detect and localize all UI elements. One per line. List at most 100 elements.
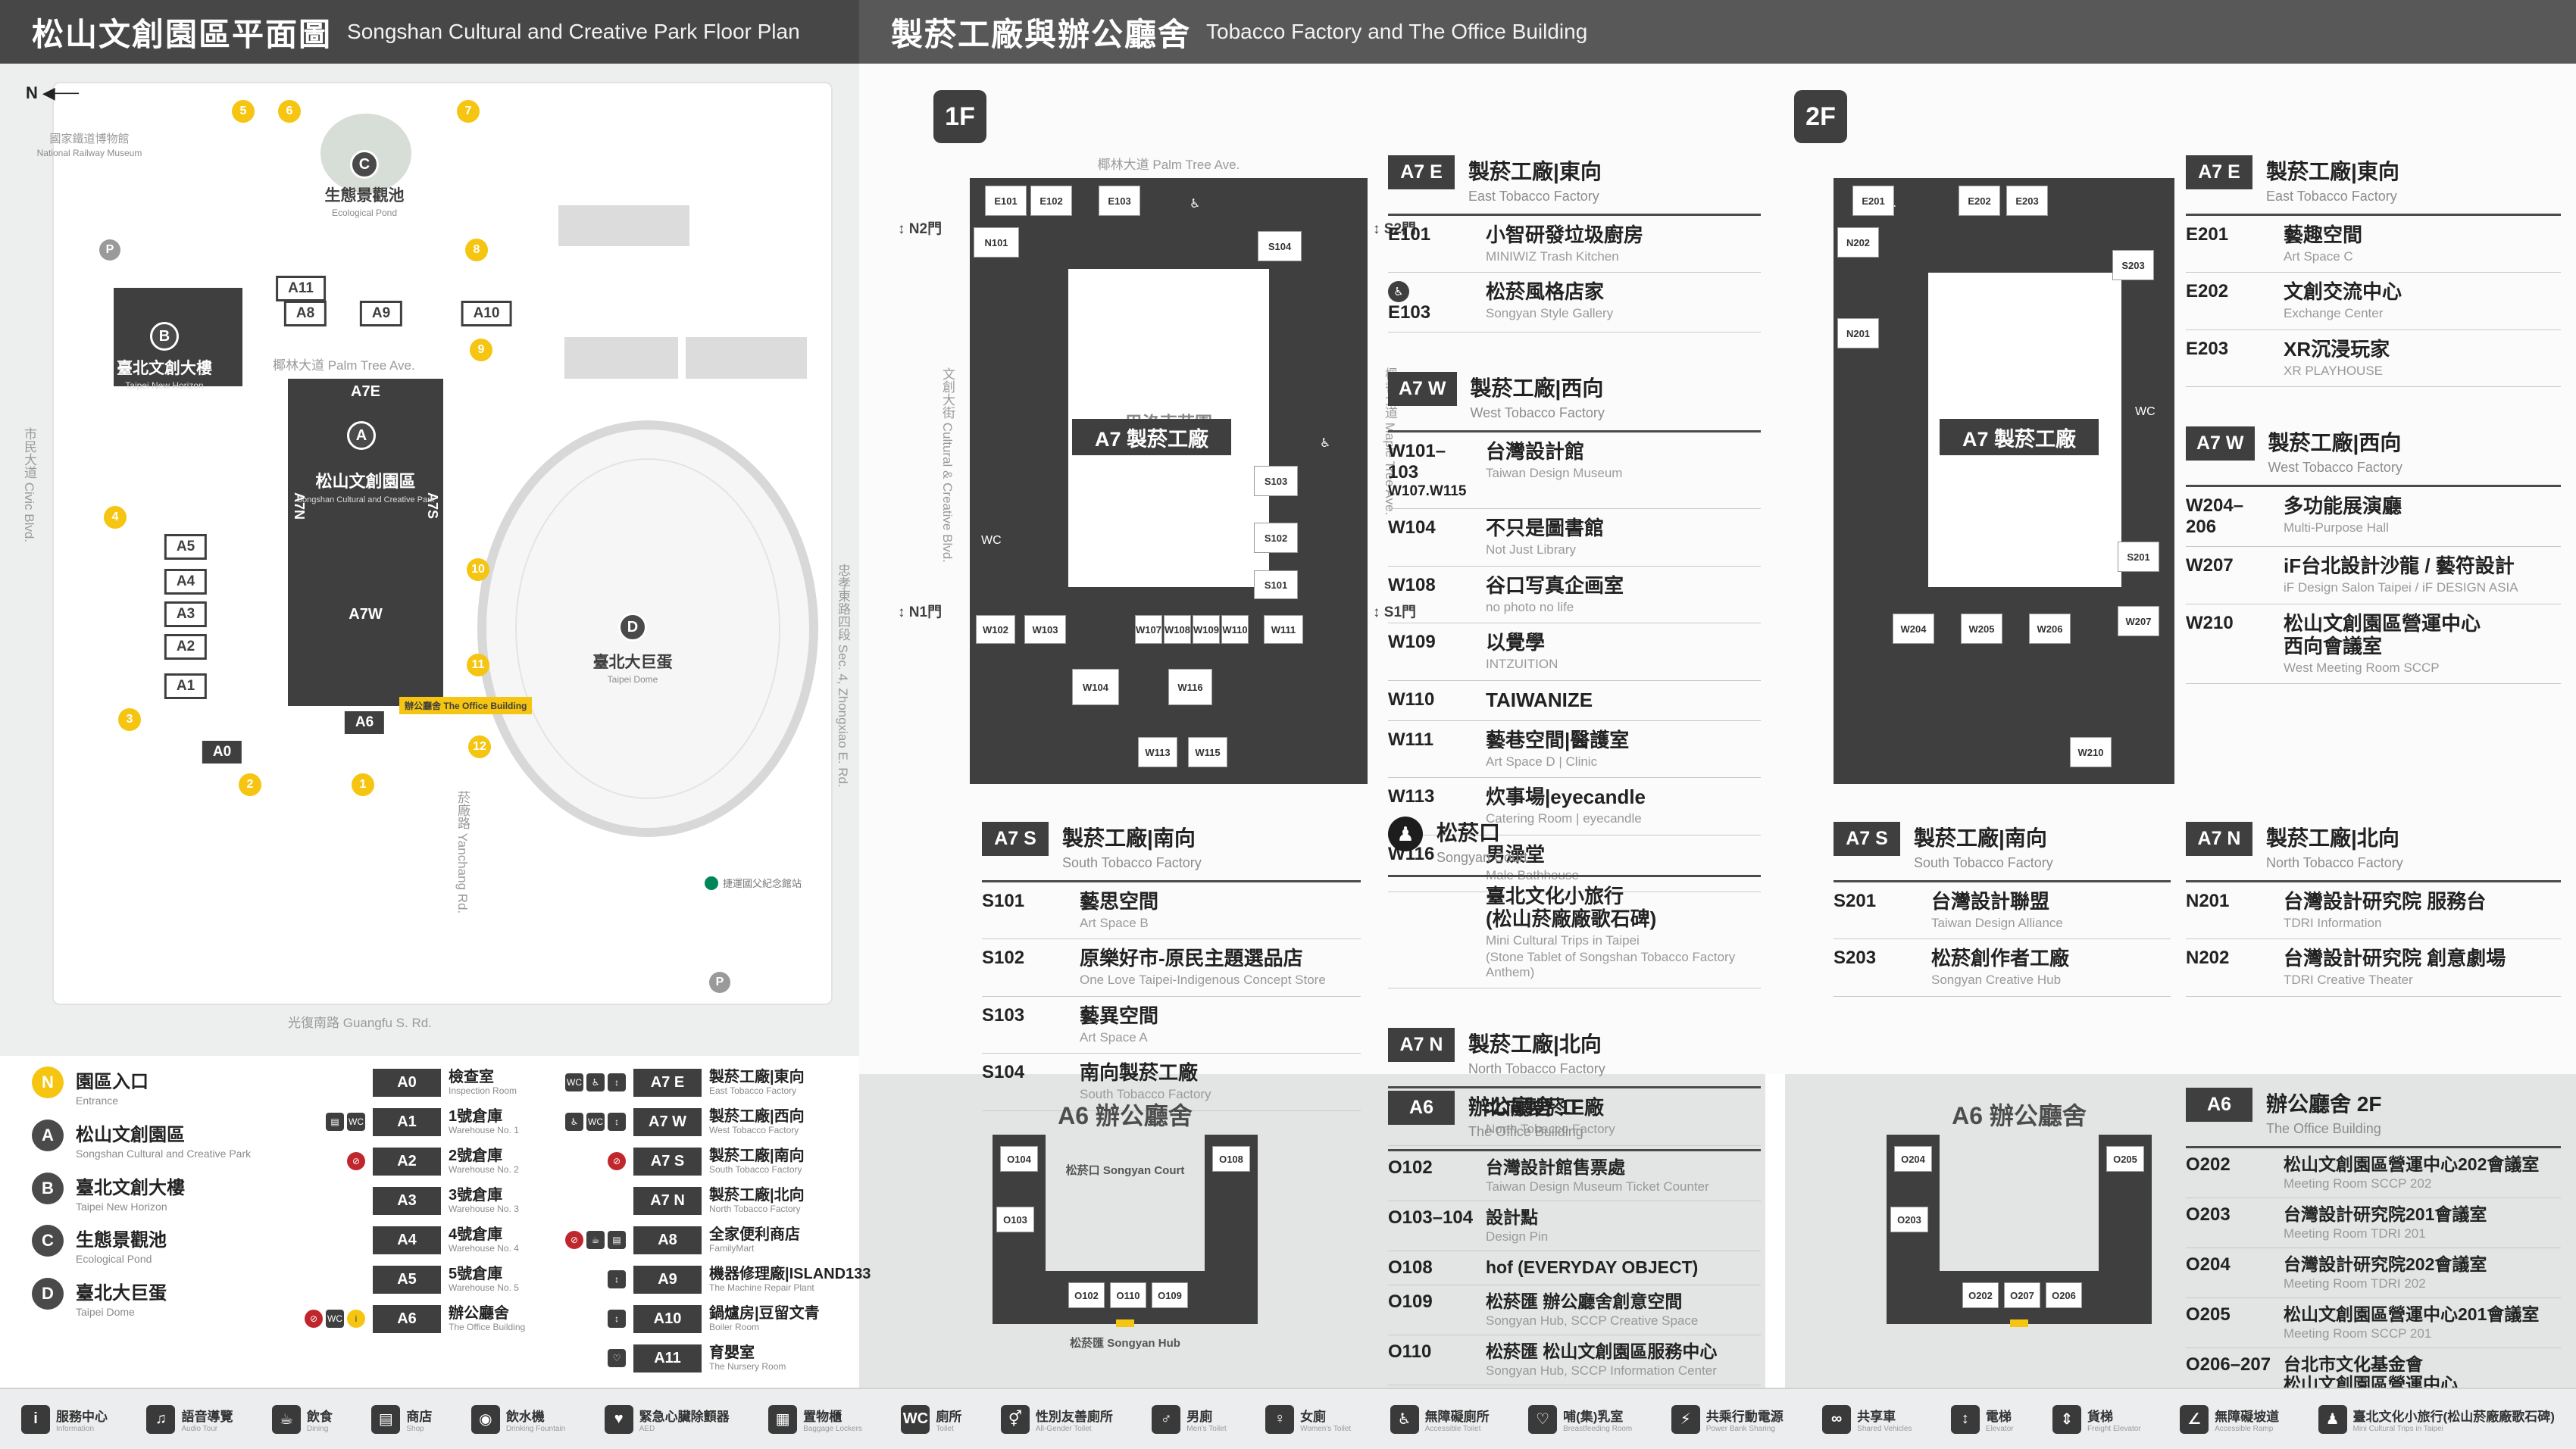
item-code-text: S103	[982, 1004, 1025, 1026]
section-badge: A7 E	[1388, 155, 1455, 189]
item-code-text: W108	[1388, 574, 1436, 595]
item-code-text: E101	[1388, 224, 1431, 245]
section-title-en: West Tobacco Factory	[2268, 460, 2402, 476]
room-O202: O202	[1962, 1282, 1999, 1308]
street-label: 椰林大道 Palm Tree Ave.	[273, 358, 415, 373]
legend-marker-zh: 生態景觀池	[76, 1230, 167, 1251]
strip-label-en: Mini Cultural Trips in Taipei	[2352, 1424, 2443, 1433]
toilet-icon: WC	[2135, 405, 2156, 418]
item-name-en: Design Pin	[1486, 1229, 1549, 1244]
legend-building-icons: ▤WC	[302, 1113, 365, 1131]
section-title-zh: 製菸工廠|東向	[2266, 160, 2399, 183]
strip-label-zh: 男廁	[1186, 1409, 1213, 1424]
item-name-en: Songyan Hub, SCCP Creative Space	[1486, 1313, 1699, 1329]
legend-building-en: The Office Building	[449, 1321, 526, 1332]
room-E201: E201	[1852, 186, 1894, 216]
songyan-court-label: 松菸口 Songyan Court	[1065, 1164, 1185, 1177]
strip-label-en: Drinking Fountain	[505, 1424, 566, 1433]
item-code: S203	[1834, 948, 1921, 969]
section-badge: A6	[1388, 1091, 1455, 1125]
section-title-zh: 製菸工廠|北向	[1468, 1032, 1602, 1057]
item-code: E201	[2186, 224, 2273, 245]
strip-label-zh: 共乘行動電源	[1705, 1409, 1784, 1424]
section-title-zh: 製菸工廠|西向	[2268, 431, 2402, 455]
strip-label-en: Baggage Lockers	[803, 1424, 862, 1433]
room-W103: W103	[1024, 615, 1066, 644]
legend-building-zh: 1號倉庫	[449, 1107, 503, 1125]
area-marker-D: D	[618, 613, 647, 642]
room-W116: W116	[1168, 669, 1212, 705]
item-name-en: Songyan Creative Hub	[1931, 973, 2062, 988]
facility-icon: ☕	[586, 1231, 605, 1249]
strip-icon: ▦	[768, 1404, 798, 1434]
parking-icon: P	[709, 972, 730, 993]
item-code: E202	[2186, 281, 2273, 302]
room-W206: W206	[2029, 614, 2071, 644]
room-W205: W205	[1961, 614, 2002, 644]
legend-building-en: Warehouse No. 4	[449, 1242, 519, 1254]
item-code-text: S203	[1834, 948, 1877, 969]
legend-building-tag: A7 S	[633, 1147, 702, 1176]
legend-building-tag: A10	[633, 1304, 702, 1333]
office-tag-zh: 辦公廳舍	[405, 701, 442, 711]
facility-icon: ↕	[608, 1113, 626, 1131]
section-title-zh: 製菸工廠|西向	[1470, 376, 1604, 401]
map-label-en: Ecological Pond	[331, 208, 398, 218]
room-W107: W107	[1135, 615, 1162, 644]
legend-marker-icon-A: A	[32, 1119, 64, 1151]
map-building-tag-A0: A0	[202, 741, 242, 764]
area-marker-B: B	[150, 322, 179, 351]
legend-building-en: East Tobacco Factory	[709, 1085, 797, 1096]
item-name-en: TDRI Information	[2284, 915, 2382, 930]
item-name-zh-2: 西向會議室	[2284, 634, 2383, 657]
legend-building-tag: A0	[373, 1068, 441, 1097]
strip-label-zh: 無障礙坡道	[2215, 1409, 2280, 1424]
map-building-tag-A5: A5	[164, 534, 208, 560]
item-code-text-2: W107.W115	[1388, 483, 1467, 500]
a7s-wing-label: A7S	[425, 492, 440, 520]
a7e-wing-label: A7E	[351, 383, 380, 400]
item-code: W108	[1388, 575, 1475, 596]
item-name-en: South Tobacco Factory	[1080, 1087, 1211, 1102]
item-name-en: West Meeting Room SCCP	[2284, 660, 2440, 675]
item-name-en: Meeting Room SCCP 202	[2284, 1176, 2432, 1191]
dome-inner-ring	[515, 458, 780, 799]
strip-label-en: Accessible Toilet	[1424, 1424, 1481, 1433]
facility-icon: i	[347, 1310, 365, 1328]
